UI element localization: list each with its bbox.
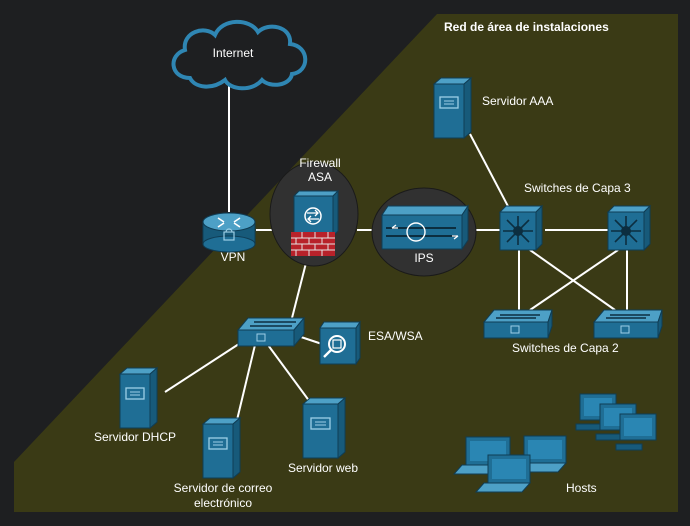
hosts-label: Hosts	[566, 481, 597, 495]
l2-switch-b[interactable]	[592, 309, 663, 339]
server-icon	[432, 76, 473, 140]
link-l3b-l2a	[529, 249, 619, 311]
web-server[interactable]: Servidor web	[288, 396, 358, 475]
vpn-label: VPN	[221, 250, 246, 264]
ips-label: IPS	[414, 251, 433, 265]
layer2-switch-icon	[482, 309, 553, 339]
server-icon	[118, 366, 159, 430]
aaa-server[interactable]: Servidor AAA	[432, 76, 553, 140]
mail-label-line2: electrónico	[194, 496, 252, 510]
mail-label-line1: Servidor de correo	[174, 481, 273, 495]
server-icon	[301, 396, 347, 460]
firewall-label-line2: ASA	[308, 170, 332, 184]
dhcp-server[interactable]: Servidor DHCP	[94, 366, 176, 444]
firewall-asa[interactable]: Firewall ASA	[269, 156, 359, 267]
link-switch-dhcp	[164, 339, 246, 393]
campus-zone	[14, 14, 678, 512]
web-label: Servidor web	[288, 461, 358, 475]
layer3-switch-icon	[498, 204, 544, 252]
router-icon	[202, 212, 256, 253]
link-aaa-l3a	[469, 133, 511, 211]
internet-cloud[interactable]: Internet	[171, 19, 308, 91]
esa-wsa-label: ESA/WSA	[368, 329, 423, 343]
ips-device[interactable]: IPS	[371, 187, 477, 277]
l2-switches-label: Switches de Capa 2	[512, 341, 619, 355]
l3-switch-b[interactable]	[606, 204, 652, 252]
ips-icon	[381, 204, 469, 251]
link-switch-web	[267, 344, 311, 403]
layer3-switch-icon	[606, 204, 652, 252]
laptop-icon	[474, 454, 532, 493]
layer2-switch-icon	[592, 309, 663, 339]
vpn-router[interactable]: VPN	[202, 212, 256, 264]
link-switch-mail	[236, 344, 256, 421]
hosts[interactable]: Hosts	[452, 393, 657, 495]
link-firewall-switch	[291, 262, 307, 319]
zone-title: Red de área de instalaciones	[444, 20, 609, 34]
l3-switch-a[interactable]	[498, 204, 544, 252]
campus-switch[interactable]	[236, 316, 306, 348]
desktop-icon	[615, 413, 657, 451]
cloud-icon	[171, 19, 308, 91]
mail-server[interactable]: Servidor de correo electrónico	[174, 416, 273, 510]
internet-label: Internet	[213, 46, 254, 60]
dhcp-label: Servidor DHCP	[94, 430, 176, 444]
esa-wsa-appliance[interactable]: ESA/WSA	[319, 320, 423, 366]
aaa-label: Servidor AAA	[482, 94, 553, 108]
l3-switches-label: Switches de Capa 3	[524, 181, 631, 195]
server-icon	[201, 416, 242, 480]
l2-switch-a[interactable]	[482, 309, 553, 339]
email-web-security-icon	[319, 320, 361, 366]
layer2-switch-icon	[236, 316, 306, 348]
firewall-icon	[291, 189, 340, 256]
firewall-label-line1: Firewall	[299, 156, 340, 170]
